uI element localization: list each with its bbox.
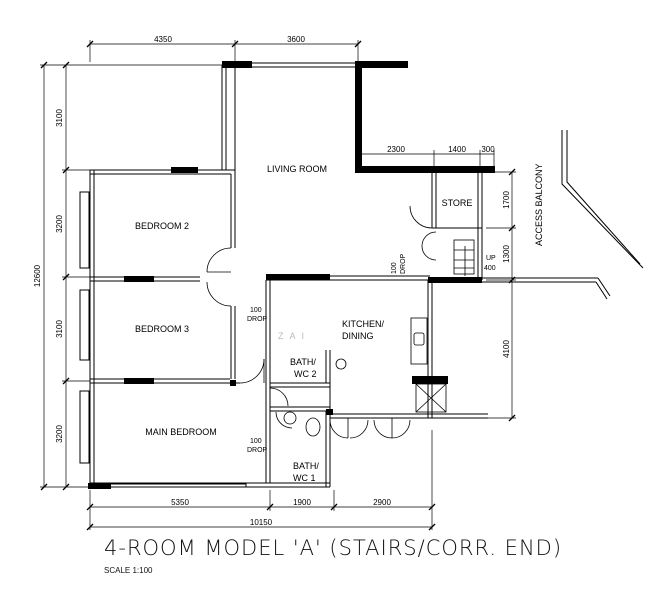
fixtures [283, 239, 475, 437]
bedroom-3-label: BEDROOM 3 [135, 324, 189, 334]
drop-note-c-num: 100 [391, 262, 398, 274]
dim-left-2: 3200 [55, 215, 64, 233]
living-room-label: LIVING ROOM [267, 164, 327, 174]
dim-top-left: 4350 [154, 35, 172, 44]
scale-note: SCALE 1:100 [104, 566, 153, 575]
drop-note-b-word: DROP [247, 447, 268, 454]
door-swings [206, 205, 437, 439]
drop-note-a-num: 100 [250, 307, 262, 314]
bath-2-label-line2: WC 2 [294, 369, 317, 379]
kitchen-sink [413, 332, 425, 346]
drop-note-a-word: DROP [247, 316, 268, 323]
dimension-ticks [40, 40, 516, 531]
dim-right-3: 4100 [502, 340, 511, 358]
main-bedroom-label: MAIN BEDROOM [145, 427, 217, 437]
dim-bottom-total: 10150 [250, 518, 273, 527]
bath-1-label-line2: WC 1 [293, 473, 316, 483]
dim-top-right: 3600 [287, 35, 305, 44]
dim-bottom-3: 2900 [373, 498, 391, 507]
bath-2-label-line1: BATH/ [290, 357, 316, 367]
windows [79, 191, 247, 488]
drop-note-c-word: DROP [400, 253, 407, 274]
dim-left-3: 3100 [55, 320, 64, 338]
dim-step-3: 300 [481, 145, 495, 154]
dim-right-2: 1300 [502, 245, 511, 263]
dim-step-2: 1400 [448, 145, 466, 154]
kitchen-label-line1: KITCHEN/ [342, 319, 385, 329]
dimension-lines [40, 40, 516, 530]
basin-2 [335, 358, 347, 370]
dim-left-1: 3100 [55, 109, 64, 127]
stairs [453, 239, 475, 275]
dim-bottom-2: 1900 [293, 498, 311, 507]
kitchen-label-line2: DINING [342, 331, 374, 341]
access-balcony-railing [561, 130, 644, 300]
up-note-num: 400 [484, 265, 496, 272]
watermark: Z A I [278, 331, 306, 341]
kitchen-counter [410, 317, 428, 365]
drop-note-b-num: 100 [250, 438, 262, 445]
plan-title: 4-ROOM MODEL 'A' (STAIRS/CORR. END) [104, 536, 563, 560]
toilet-1 [305, 417, 321, 437]
dim-step-1: 2300 [387, 145, 405, 154]
interior-walls [89, 62, 598, 488]
up-note-word: UP [486, 255, 496, 262]
access-balcony-label: ACCESS BALCONY [534, 163, 544, 246]
store-label: STORE [442, 198, 473, 208]
structural-walls [88, 61, 495, 489]
stove [415, 383, 447, 413]
basin-1 [283, 411, 297, 425]
dim-bottom-1: 5350 [171, 498, 189, 507]
dim-left-total: 12600 [33, 264, 42, 287]
bedroom-2-label: BEDROOM 2 [135, 221, 189, 231]
bath-1-label-line1: BATH/ [293, 461, 319, 471]
dim-left-4: 3200 [55, 425, 64, 443]
dim-right-1: 1700 [502, 191, 511, 209]
